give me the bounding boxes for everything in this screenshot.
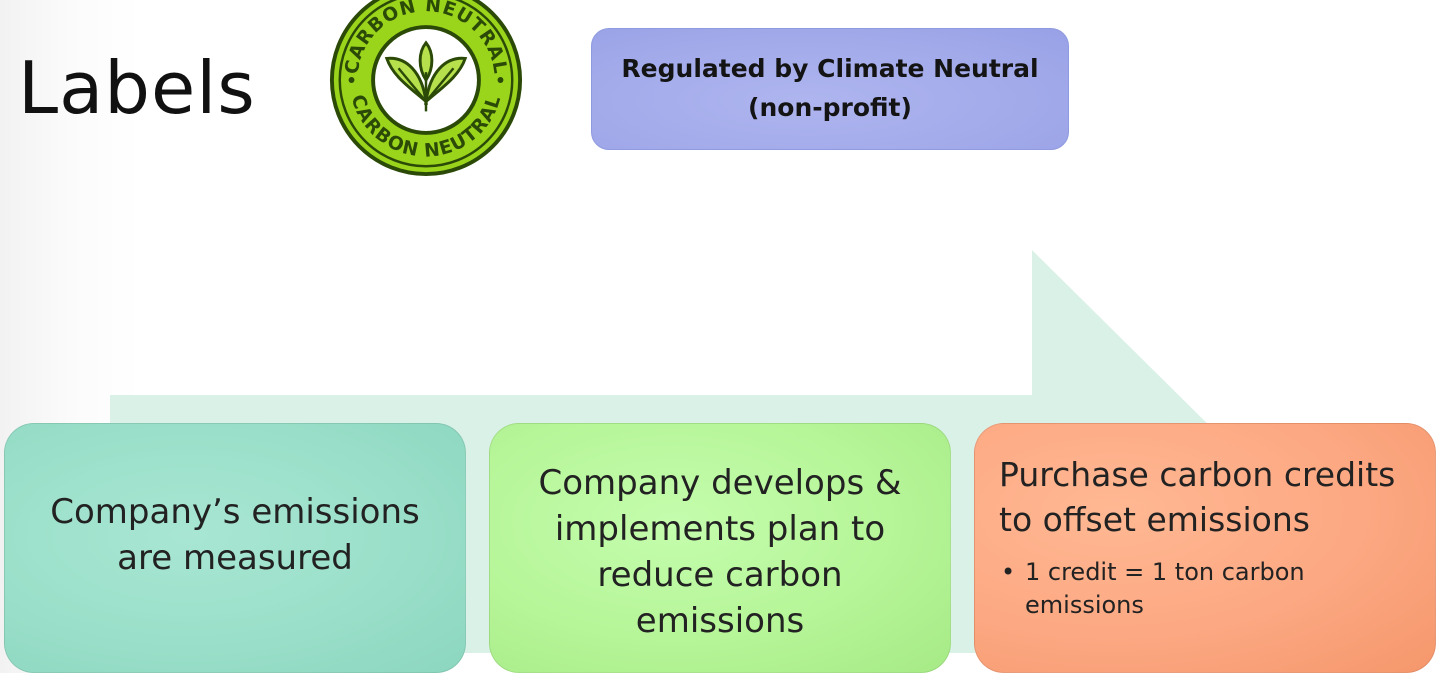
step-1-text: Company’s emissions are measured (50, 492, 420, 578)
bullet-line-2: emissions (1025, 591, 1144, 619)
step-purchase-credits: Purchase carbon credits to offset emissi… (974, 423, 1436, 673)
slide-title: Labels (18, 46, 256, 130)
regulator-line-2: (non-profit) (748, 93, 912, 122)
carbon-neutral-seal: CARBON NEUTRAL CARBON NEUTRAL (328, 0, 524, 178)
bullet-icon: • (1001, 558, 1016, 586)
step-measure-emissions: Company’s emissions are measured (4, 423, 466, 673)
step-3-text: Purchase carbon credits to offset emissi… (999, 455, 1396, 539)
leaf-seal-icon: CARBON NEUTRAL CARBON NEUTRAL (329, 0, 523, 177)
credit-bullet: • 1 credit = 1 ton carbon emissions (999, 556, 1411, 622)
regulator-box: Regulated by Climate Neutral (non-profit… (591, 28, 1069, 150)
step-reduce-plan: Company develops & implements plan to re… (489, 423, 951, 673)
regulator-line-1: Regulated by Climate Neutral (621, 54, 1039, 84)
bullet-line-1: 1 credit = 1 ton carbon (1025, 558, 1305, 586)
step-2-text: Company develops & implements plan to re… (538, 463, 902, 641)
